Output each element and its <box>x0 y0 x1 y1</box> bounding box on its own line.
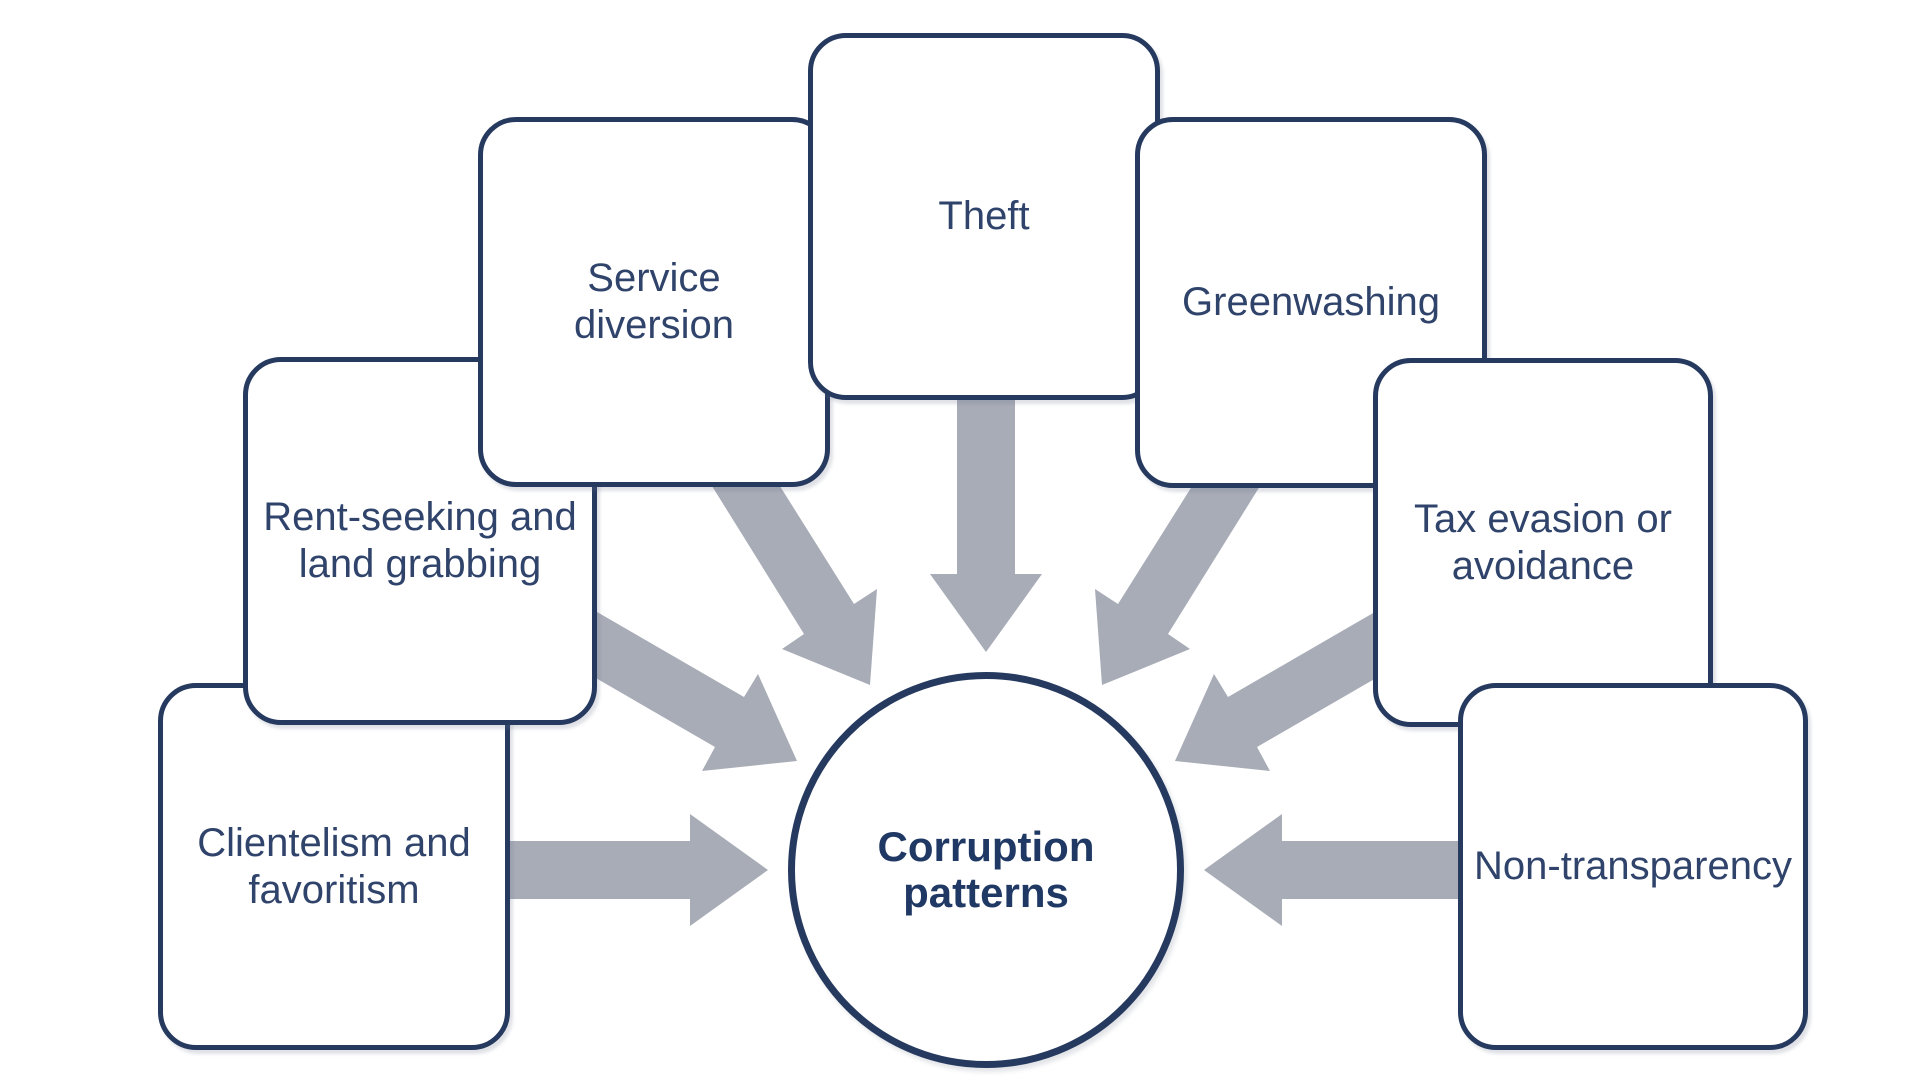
arrow-non-transparency-icon <box>1204 814 1466 926</box>
arrow-tax-evasion-icon <box>1175 605 1416 771</box>
node-tax-evasion: Tax evasion or avoidance <box>1373 358 1713 727</box>
node-theft: Theft <box>808 33 1160 400</box>
node-corruption-patterns-label: Corruption patterns <box>877 823 1095 916</box>
node-tax-evasion-label: Tax evasion or avoidance <box>1414 496 1672 588</box>
arrow-clientelism-icon <box>506 814 768 926</box>
node-clientelism: Clientelism and favoritism <box>158 683 510 1050</box>
arrow-rent-seeking-icon <box>556 605 797 771</box>
node-non-transparency: Non-transparency <box>1458 683 1808 1050</box>
node-service-diversion: Service diversion <box>478 117 830 487</box>
node-rent-seeking-label: Rent-seeking and land grabbing <box>263 495 577 586</box>
node-clientelism-label: Clientelism and favoritism <box>197 820 471 912</box>
node-non-transparency-label: Non-transparency <box>1474 844 1792 888</box>
arrow-service-diversion-icon <box>707 448 877 685</box>
node-service-diversion-label: Service diversion <box>573 256 735 347</box>
node-greenwashing-label: Greenwashing <box>1182 280 1440 324</box>
node-theft-label: Theft <box>938 194 1030 238</box>
arrow-greenwashing-icon <box>1095 448 1265 685</box>
arrow-theft-icon <box>930 390 1042 652</box>
node-corruption-patterns: Corruption patterns <box>788 672 1184 1068</box>
